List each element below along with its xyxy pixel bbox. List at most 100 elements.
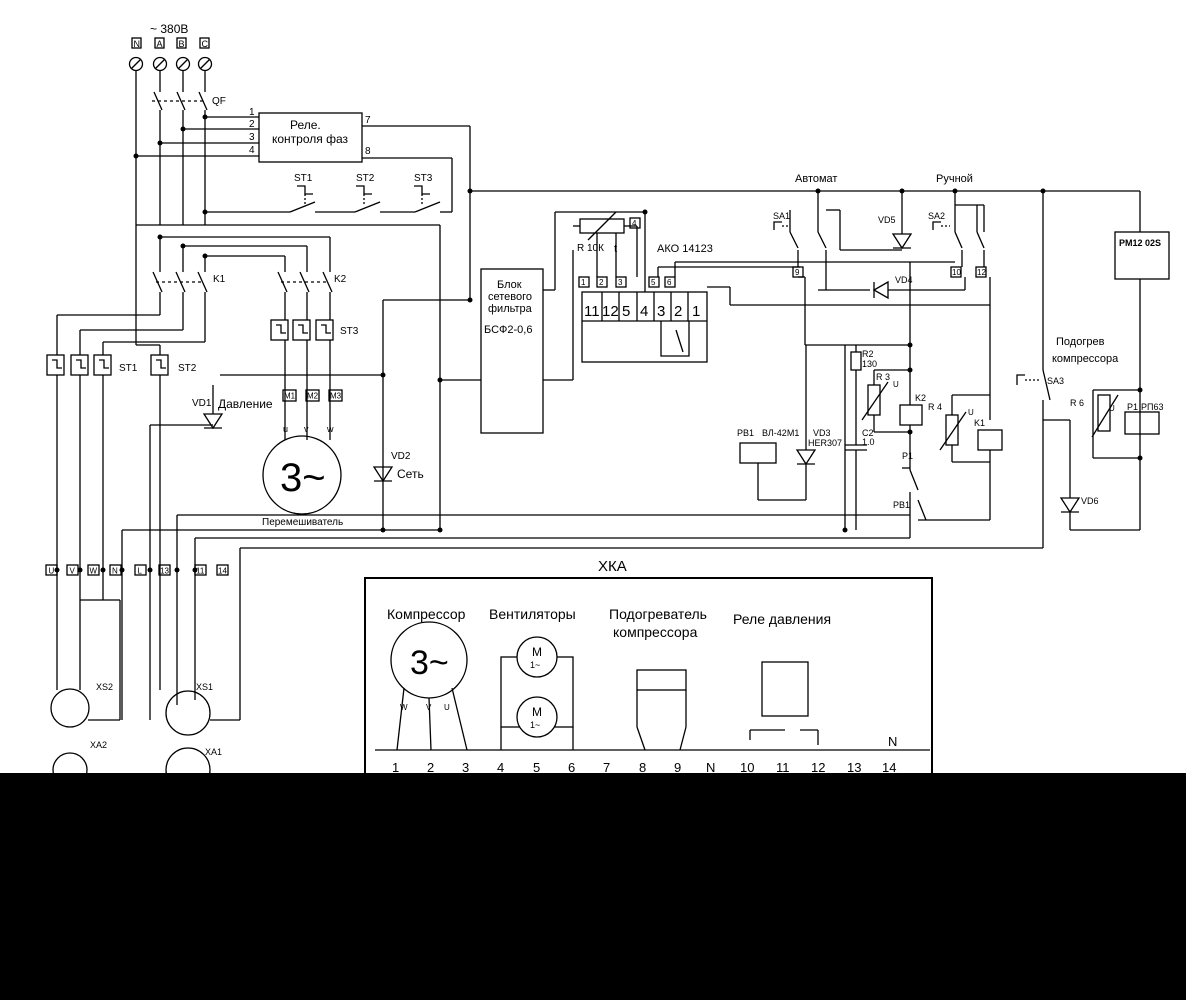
filter-line2: сетевого xyxy=(488,291,532,303)
filter-model: БСФ2-0,6 xyxy=(484,324,532,336)
bus-label: L xyxy=(138,567,143,576)
ctrl-terminal: 1 xyxy=(692,303,700,320)
ctrl-pin-small: 2 xyxy=(599,278,604,287)
st2-label: ST2 xyxy=(178,363,197,374)
pressure-relay-label: Реле давления xyxy=(733,611,831,627)
k2-coil-label: K2 xyxy=(915,393,926,403)
r3-u: U xyxy=(893,380,899,389)
xka-terminal: 7 xyxy=(603,760,610,775)
bus-label: W xyxy=(90,567,98,576)
breaker-label: QF xyxy=(212,96,226,107)
ctrl-pin-small: 3 xyxy=(618,278,623,287)
xa1-label: XA1 xyxy=(205,747,222,757)
breaker-qf xyxy=(135,71,208,225)
heater-xka-sublabel: компрессора xyxy=(613,624,698,640)
vd6-label: VD6 xyxy=(1081,496,1099,506)
compressor-phase: W xyxy=(400,703,408,712)
xka-terminal: N xyxy=(706,760,715,775)
bus-label: N xyxy=(112,567,118,576)
black-redaction-band xyxy=(0,773,1186,1000)
xka-terminal: 4 xyxy=(497,760,504,775)
heater-p1: P1 xyxy=(1127,402,1138,412)
phase-w: w xyxy=(326,424,334,434)
fan2-symbol: M xyxy=(532,705,542,719)
terminal-a: A xyxy=(157,39,163,49)
vd1-label: VD1 xyxy=(192,398,212,409)
st3-label: ST3 xyxy=(340,326,359,337)
xka-terminal: 8 xyxy=(639,760,646,775)
ctrl-terminal: 12 xyxy=(602,303,619,320)
r4-label: R 4 xyxy=(928,402,942,412)
controller-name: АКО 14123 xyxy=(657,243,713,255)
phase-relay-pin: 2 xyxy=(249,119,255,130)
fan1-symbol: M xyxy=(532,645,542,659)
r6-label: R 6 xyxy=(1070,398,1084,408)
filter-line1: Блок xyxy=(497,279,522,291)
phase-relay-pin: 1 xyxy=(249,107,255,118)
connector-xs2 xyxy=(50,688,90,728)
ctrl-pin-small: 1 xyxy=(581,278,586,287)
phase-relay-pin: 7 xyxy=(365,115,371,126)
sa2-label: SA2 xyxy=(928,211,945,221)
phase-relay-box xyxy=(258,112,363,163)
fans-label: Вентиляторы xyxy=(489,606,576,622)
phase-relay-title: Реле. xyxy=(290,118,321,132)
heater-controller-model: PM12 02S xyxy=(1119,238,1161,248)
thermostat-label: ST2 xyxy=(356,173,375,184)
pb1-contact-label: PB1 xyxy=(893,500,910,510)
ctrl-terminal: 3 xyxy=(657,303,665,320)
fan1-sub: 1~ xyxy=(530,660,540,670)
phase-relay-pin: 3 xyxy=(249,132,255,143)
vd3-type: HER307 xyxy=(808,438,842,448)
terminal-b: B xyxy=(179,39,185,49)
sa2-pin: 10 xyxy=(952,268,961,277)
phase-relay-pin: 8 xyxy=(365,146,371,157)
xka-n-label: N xyxy=(888,734,897,749)
st1-label: ST1 xyxy=(119,363,138,374)
k1-coil-label: K1 xyxy=(974,418,985,428)
xka-terminal: 13 xyxy=(847,760,861,775)
xka-terminal: 6 xyxy=(568,760,575,775)
compressor-phase: V xyxy=(426,703,432,712)
mixer-motor xyxy=(262,435,342,515)
phase-relay-pin: 4 xyxy=(249,145,255,156)
xka-terminal: 14 xyxy=(882,760,896,775)
compressor-symbol: 3~ xyxy=(410,644,449,682)
thermostat-label: ST1 xyxy=(294,173,313,184)
sensor-r-label: R 10К xyxy=(577,243,604,254)
phase-relay-subtitle: контроля фаз xyxy=(272,132,349,146)
ctrl-pin4: 4 xyxy=(632,219,637,228)
terminal-c: C xyxy=(202,39,209,49)
sa2-pin: 12 xyxy=(977,268,986,277)
mixer-terminal: M3 xyxy=(330,392,342,401)
phase-u: u xyxy=(283,424,288,434)
terminal-n: N xyxy=(134,39,141,49)
heater-controller-box xyxy=(1114,231,1170,280)
r2-value: 130 xyxy=(862,359,877,369)
r4-u: U xyxy=(968,408,974,417)
mode-auto: Автомат xyxy=(795,173,837,185)
sa3-label: SA3 xyxy=(1047,376,1064,386)
mode-manual: Ручной xyxy=(936,173,973,185)
ctrl-terminal: 4 xyxy=(640,303,648,320)
xka-terminal: 10 xyxy=(740,760,754,775)
xka-terminal: 9 xyxy=(674,760,681,775)
heater-xka-label: Подогреватель xyxy=(609,606,707,622)
bus-label: V xyxy=(70,567,76,576)
thermostat-label: ST3 xyxy=(414,173,433,184)
ctrl-terminal: 5 xyxy=(622,303,630,320)
compressor-label: Компрессор xyxy=(387,606,466,622)
bus-label: 13 xyxy=(160,567,169,576)
mixer-symbol: 3~ xyxy=(280,456,326,500)
r2-label: R2 xyxy=(862,349,874,359)
xka-terminal: 12 xyxy=(811,760,825,775)
xka-terminal: 5 xyxy=(533,760,540,775)
filter-block xyxy=(480,268,544,434)
xka-title: ХКА xyxy=(598,558,627,575)
sensor-t-label: t xyxy=(614,243,617,255)
pb1-coil-label: PB1 xyxy=(737,428,754,438)
mixer-label: Перемешиватель xyxy=(262,517,343,528)
ctrl-terminal: 11 xyxy=(584,303,600,320)
ctrl-pin5: 5 xyxy=(651,278,656,287)
